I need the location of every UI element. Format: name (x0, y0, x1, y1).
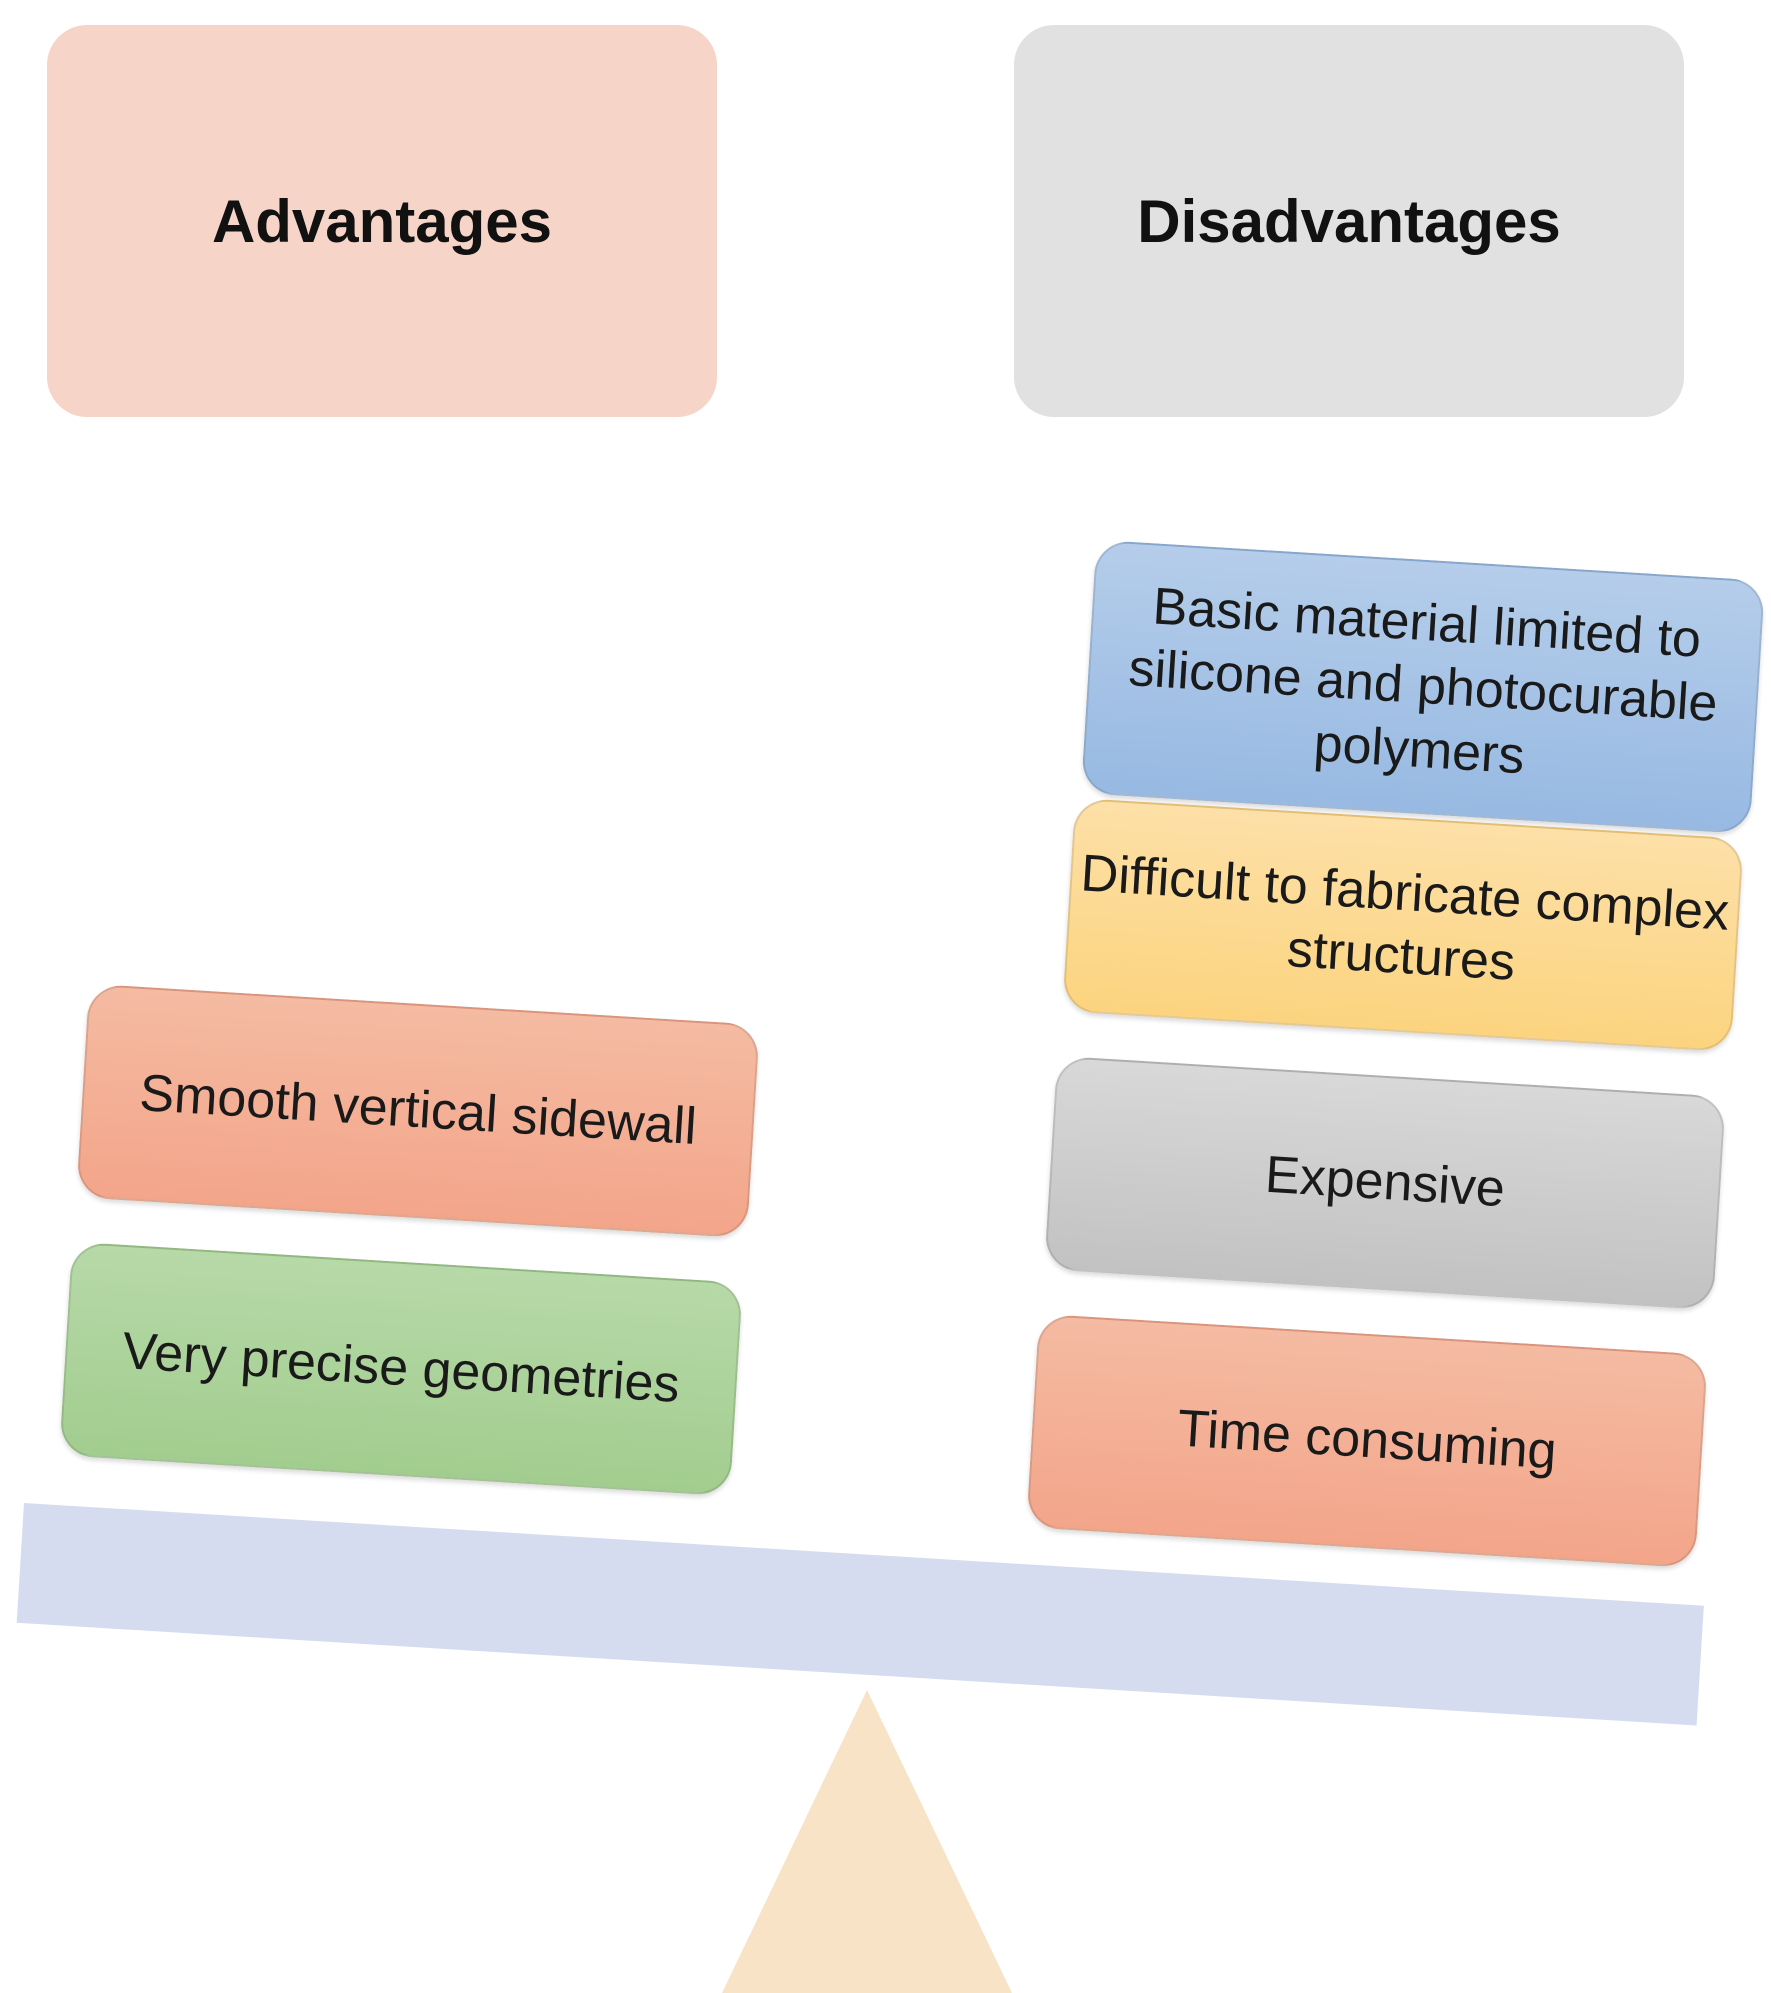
advantages-header: Advantages (47, 25, 717, 417)
disadvantage-card-expensive: Expensive (1044, 1055, 1726, 1311)
disadvantages-header: Disadvantages (1014, 25, 1684, 417)
disadvantage-card-time-consuming: Time consuming (1026, 1313, 1708, 1569)
advantage-card-smooth-sidewall: Smooth vertical sidewall (76, 983, 760, 1239)
advantage-card-precise-geometries: Very precise geometries (59, 1241, 743, 1497)
disadvantage-card-complex-structures: Difficult to fabricate complex structure… (1062, 797, 1744, 1053)
disadvantage-card-basic-material: Basic material limited to silicone and p… (1080, 539, 1766, 835)
balance-fulcrum (722, 1690, 1012, 1993)
